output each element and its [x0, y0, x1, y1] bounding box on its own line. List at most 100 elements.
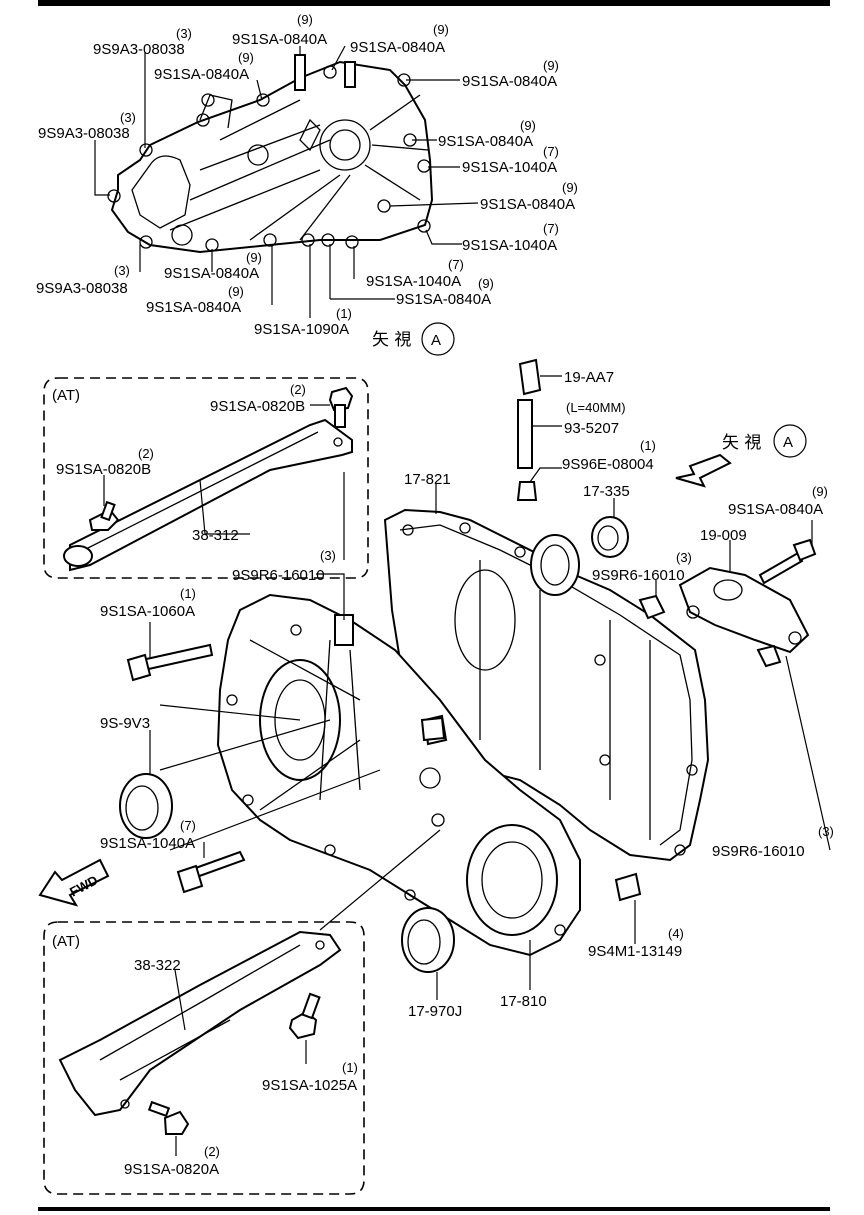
main-view-labels: 19-AA7 (L=40MM) 93-5207 (1) 9S96E-08004 …	[100, 369, 834, 1020]
part-93-5207	[517, 399, 533, 469]
callout-part: 9S1SA-1040A	[366, 273, 461, 290]
callout-part: 93-5207	[564, 420, 619, 437]
callout-qty: (7)	[180, 818, 196, 833]
callout-qty: (9)	[246, 250, 262, 265]
main-view-leaders	[149, 375, 831, 1000]
at-label-lower: (AT)	[52, 933, 80, 950]
callout-part: 9S1SA-0840A	[728, 501, 823, 518]
view-a-letter-main: A	[783, 434, 793, 451]
callout-part: 9S9A3-08038	[36, 280, 128, 297]
callout-qty: (3)	[114, 263, 130, 278]
part-9s9r6-16010	[420, 716, 446, 742]
callout-part: 9S1SA-1090A	[254, 321, 349, 338]
callout-part: 9S1SA-0820B	[210, 398, 305, 415]
callout-part: 9S1SA-1025A	[262, 1077, 357, 1094]
callout-part: 9S1SA-0840A	[462, 73, 557, 90]
part-9s9r6-16010	[638, 594, 666, 620]
callout-part: 9S4M1-13149	[588, 943, 682, 960]
fwd-indicator: FWD	[38, 858, 110, 907]
callout-part: 9S1SA-0820A	[124, 1161, 219, 1178]
callout-qty: (3)	[120, 110, 136, 125]
bracket-19-009	[678, 566, 810, 654]
at-box-lower-leaders	[174, 969, 307, 1156]
callout-part: 38-322	[134, 957, 181, 974]
callout-part: 17-970J	[408, 1003, 462, 1020]
callout-qty: (2)	[138, 446, 154, 461]
callout-part: 9S1SA-1040A	[100, 835, 195, 852]
callout-part: 9S9A3-08038	[38, 125, 130, 142]
callout-qty: (3)	[320, 548, 336, 563]
view-a-circle-main	[773, 424, 807, 458]
callout-part: 9S1SA-1060A	[100, 603, 195, 620]
part-9s9r6-16010	[756, 644, 782, 668]
top-border	[38, 0, 830, 6]
view-a-circle	[421, 322, 455, 356]
callout-qty: (3)	[676, 550, 692, 565]
part-9s96e-08004	[516, 481, 538, 501]
part-19-aa7	[518, 358, 542, 396]
callout-part: 17-810	[500, 993, 547, 1010]
callout-qty: (2)	[204, 1144, 220, 1159]
callout-part: 9S96E-08004	[562, 456, 654, 473]
callout-qty: (3)	[176, 26, 192, 41]
callout-qty: (9)	[478, 276, 494, 291]
main-small-parts	[119, 358, 817, 973]
at-box-lower-labels: 38-322 (1) 9S1SA-1025A (2) 9S1SA-0820A	[124, 957, 358, 1178]
callout-part: 9S1SA-0840A	[480, 196, 575, 213]
callout-part: 9S9A3-08038	[93, 41, 185, 58]
callout-qty: (9)	[520, 118, 536, 133]
callout-part: 9S1SA-1040A	[462, 237, 557, 254]
callout-qty: (7)	[448, 257, 464, 272]
callout-qty: (7)	[543, 221, 559, 236]
callout-qty: (7)	[543, 144, 559, 159]
at-box-lower: (AT)	[43, 921, 365, 1195]
callout-part: 9S-9V3	[100, 715, 150, 732]
callout-part: 19-009	[700, 527, 747, 544]
callout-qty: (L=40MM)	[566, 400, 626, 415]
at-box-upper: (AT)	[43, 377, 369, 579]
callout-part: 9S1SA-0840A	[232, 31, 327, 48]
callout-qty: (9)	[297, 12, 313, 27]
callout-part: 9S1SA-0820B	[56, 461, 151, 478]
callout-part: 9S1SA-0840A	[146, 299, 241, 316]
at-box-upper-labels: (2) 9S1SA-0820B (2) 9S1SA-0820B 38-312	[56, 382, 306, 544]
callout-qty: (1)	[640, 438, 656, 453]
callout-part: 9S1SA-0840A	[350, 39, 445, 56]
callout-part: 9S9R6-16010	[712, 843, 805, 860]
part-9s-9v3	[119, 773, 173, 839]
callout-qty: (9)	[433, 22, 449, 37]
view-a-label: 矢 視	[372, 330, 411, 350]
callout-qty: (1)	[342, 1060, 358, 1075]
callout-qty: (1)	[180, 586, 196, 601]
callout-qty: (9)	[562, 180, 578, 195]
callout-part: 9S1SA-0840A	[154, 66, 249, 83]
top-view-labels: (3) 9S9A3-08038 (9) 9S1SA-0840A (9) 9S1S…	[36, 12, 578, 356]
callout-qty: (9)	[228, 284, 244, 299]
at-label-upper: (AT)	[52, 387, 80, 404]
callout-part: 9S9R6-16010	[592, 567, 685, 584]
callout-qty: (3)	[818, 824, 834, 839]
part-17-970j	[401, 907, 455, 973]
callout-qty: (9)	[812, 484, 828, 499]
callout-qty: (4)	[668, 926, 684, 941]
view-a-label-main: 矢 視	[722, 433, 761, 453]
callout-qty: (1)	[336, 306, 352, 321]
view-a-letter: A	[431, 332, 441, 349]
callout-part: 9S1SA-0840A	[438, 133, 533, 150]
callout-qty: (9)	[543, 58, 559, 73]
callout-part: 9S1SA-0840A	[396, 291, 491, 308]
callout-part: 9S1SA-1040A	[462, 159, 557, 176]
top-view-cover	[107, 54, 434, 254]
fwd-arrow-icon	[38, 858, 110, 907]
callout-qty: (2)	[290, 382, 306, 397]
bottom-border	[38, 1207, 830, 1211]
top-view-leaders	[94, 45, 479, 318]
at-box-upper-leaders	[103, 404, 330, 535]
callout-part: 17-821	[404, 471, 451, 488]
callout-part: 17-335	[583, 483, 630, 500]
callout-part: 19-AA7	[564, 369, 614, 386]
part-9s4m1-13149	[614, 872, 642, 902]
callout-part: 9S1SA-0840A	[164, 265, 259, 282]
